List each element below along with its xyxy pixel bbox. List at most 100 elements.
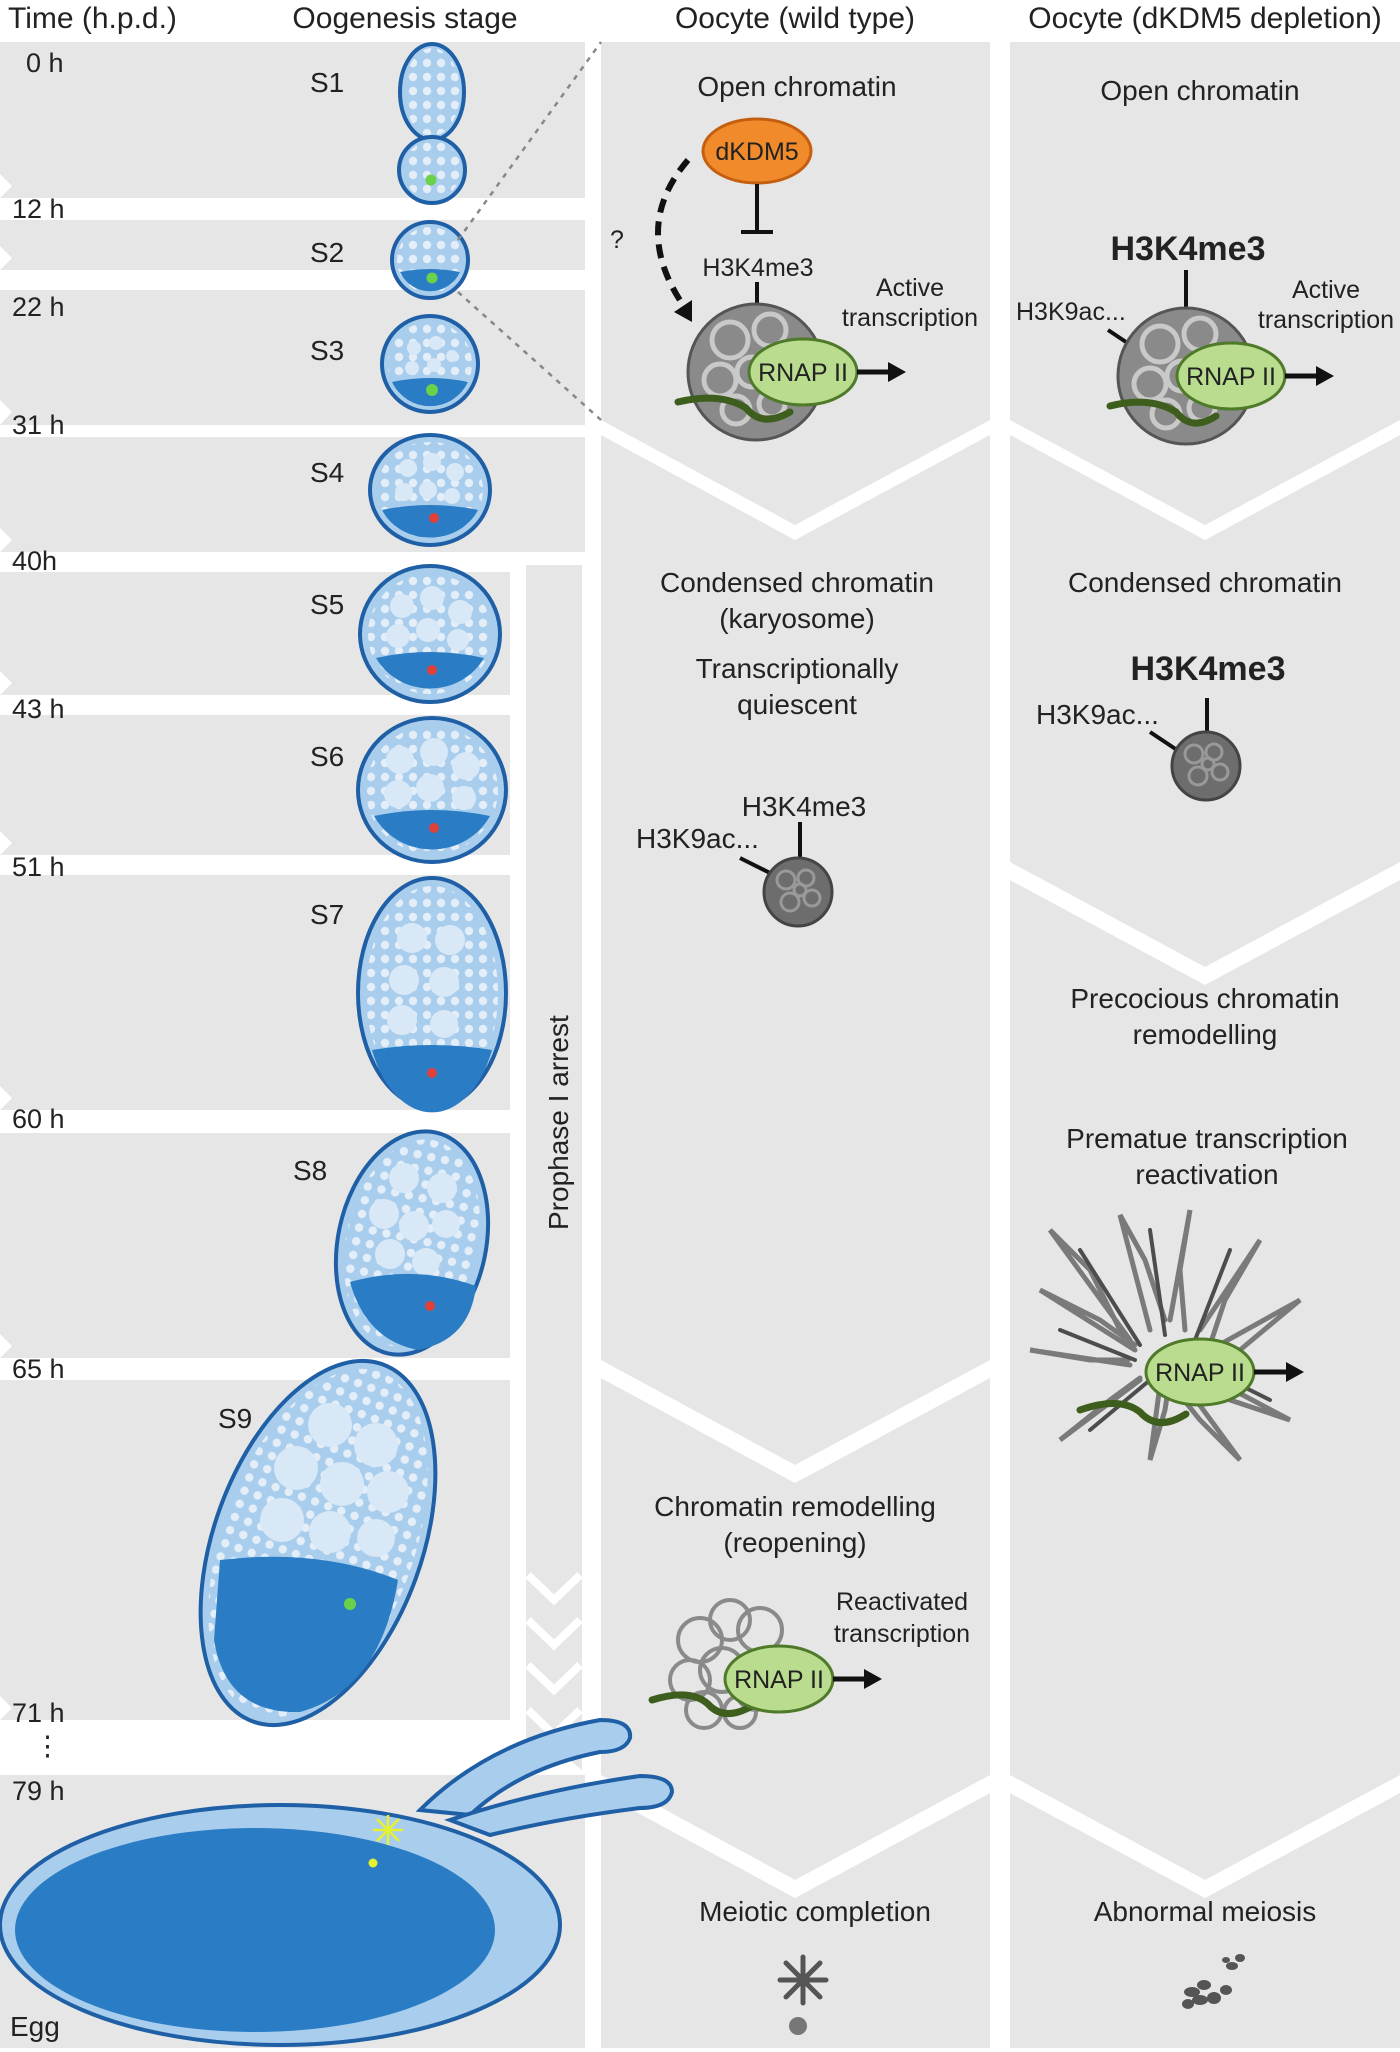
rnap-node: RNAP II <box>723 1644 835 1714</box>
wt-quiescent-2: quiescent <box>737 689 857 720</box>
mature-egg <box>0 1717 675 2047</box>
time-ellipsis: ⋮ <box>34 1731 61 1761</box>
time-label: 12 h <box>12 194 65 224</box>
wt-h3k9ac: H3K9ac... <box>636 823 759 854</box>
wt-reactivated-2: transcription <box>834 1620 970 1648</box>
stage-label: S4 <box>310 457 344 488</box>
wt-remodelling-1: Chromatin remodelling <box>654 1491 936 1522</box>
kd-open-chromatin: Open chromatin <box>1100 75 1299 106</box>
stage-label: S6 <box>310 741 344 772</box>
wt-column <box>601 42 990 2048</box>
rnap-label: RNAP II <box>1186 363 1276 391</box>
header-time: Time (h.p.d.) <box>8 2 177 35</box>
wt-active-2: transcription <box>842 304 978 332</box>
dkdm5-node: dKDM5 <box>701 117 813 185</box>
kd-h3k4me3-open: H3K4me3 <box>1111 230 1266 268</box>
time-label: 43 h <box>12 694 65 724</box>
wt-h3k4me3-open: H3K4me3 <box>702 254 813 282</box>
time-label: 40h <box>12 546 57 576</box>
wt-quiescent-1: Transcriptionally <box>696 653 899 684</box>
stage-label: S7 <box>310 899 344 930</box>
time-label: 60 h <box>12 1104 65 1134</box>
s1-germarium <box>397 42 467 205</box>
transcription-arrow <box>857 362 906 382</box>
stage-label: S9 <box>218 1403 252 1434</box>
oocyte-nucleus <box>427 1068 437 1078</box>
kd-active-1: Active <box>1292 276 1360 304</box>
oocyte-nucleus <box>426 272 438 284</box>
egg-label: Egg <box>10 2011 60 2042</box>
karyosome <box>1170 730 1242 802</box>
s9-egg-chamber <box>198 1358 438 1728</box>
time-labels: 0 h 12 h 22 h 31 h 40h 43 h 51 h 60 h 65… <box>12 48 65 1806</box>
rnap-node: RNAP II <box>747 337 859 407</box>
time-label: 71 h <box>12 1698 65 1728</box>
kd-precocious-1: Precocious chromatin <box>1070 983 1339 1014</box>
inhibition-bar <box>741 184 773 234</box>
rnap-node: RNAP II <box>1175 341 1287 411</box>
stage-label: S2 <box>310 237 344 268</box>
polar-body-dot <box>368 1858 378 1868</box>
s7-egg-chamber <box>356 876 508 1113</box>
oocyte-nucleus <box>425 1301 435 1311</box>
stage-label: S5 <box>310 589 344 620</box>
polar-body-dot <box>789 2017 807 2035</box>
wt-remodelling-2: (reopening) <box>723 1527 866 1558</box>
wt-open-chromatin: Open chromatin <box>697 71 896 102</box>
time-label: 51 h <box>12 852 65 882</box>
oocyte-nucleus <box>429 513 439 523</box>
kd-h3k9ac-condensed: H3K9ac... <box>1036 699 1159 730</box>
wt-reactivated-1: Reactivated <box>836 1588 968 1616</box>
kd-h3k4me3-condensed: H3K4me3 <box>1131 650 1286 688</box>
decondensed-chromatin <box>1029 1209 1302 1462</box>
oocyte-nucleus <box>344 1598 356 1610</box>
s8-egg-chamber <box>333 1129 491 1357</box>
kd-premature-2: reactivation <box>1135 1159 1278 1190</box>
transcription-arrow <box>833 1669 882 1689</box>
oocyte-nucleus <box>429 823 439 833</box>
abnormal-chromosomes-icon <box>1182 1954 1245 2009</box>
time-label: 79 h <box>12 1776 65 1806</box>
stage-labels: S1 S2 S3 S4 S5 S6 S7 S8 S9 <box>218 67 344 1434</box>
zoom-lines <box>456 41 603 421</box>
wt-condensed-1: Condensed chromatin <box>660 567 934 598</box>
header-stage: Oogenesis stage <box>292 2 517 35</box>
dkdm5-label: dKDM5 <box>715 138 798 166</box>
time-label: 31 h <box>12 410 65 440</box>
s4-egg-chamber <box>368 433 492 547</box>
prophase-label: Prophase I arrest <box>543 1015 574 1230</box>
kd-abnormal: Abnormal meiosis <box>1094 1896 1317 1927</box>
rnap-label: RNAP II <box>758 359 848 387</box>
kd-h3k9ac-open: H3K9ac... <box>1016 298 1126 326</box>
stage-label: S1 <box>310 67 344 98</box>
wt-meiotic: Meiotic completion <box>699 1896 931 1927</box>
oocyte-nucleus <box>427 665 437 675</box>
s2-egg-chamber <box>390 220 470 300</box>
stage-label: S8 <box>293 1155 327 1186</box>
oocyte-nucleus <box>426 384 438 396</box>
rnap-label: RNAP II <box>1155 1359 1245 1387</box>
transcription-arrow <box>1285 366 1334 386</box>
dashed-arrow <box>655 158 692 322</box>
question-mark: ? <box>610 226 624 254</box>
kd-condensed: Condensed chromatin <box>1068 567 1342 598</box>
meiotic-spindle-icon <box>373 1815 403 1845</box>
kd-premature-1: Prematue transcription <box>1066 1123 1348 1154</box>
rna-strand <box>648 1691 756 1717</box>
rna-strand <box>1076 1399 1190 1426</box>
oocyte-nucleus <box>425 174 437 186</box>
time-label: 0 h <box>26 48 64 78</box>
karyosome <box>762 856 834 928</box>
wt-h3k4me3-condensed: H3K4me3 <box>742 791 867 822</box>
s5-egg-chamber <box>358 564 502 704</box>
rnap-label: RNAP II <box>734 1666 824 1694</box>
metaphase-chromosomes-icon <box>777 1954 829 2006</box>
s3-egg-chamber <box>380 314 480 414</box>
stage-label: S3 <box>310 335 344 366</box>
time-label: 65 h <box>12 1354 65 1384</box>
rna-strand <box>1106 398 1220 427</box>
s6-egg-chamber <box>356 716 508 864</box>
header-wt: Oocyte (wild type) <box>675 2 915 35</box>
transcription-arrow <box>1254 1362 1304 1382</box>
